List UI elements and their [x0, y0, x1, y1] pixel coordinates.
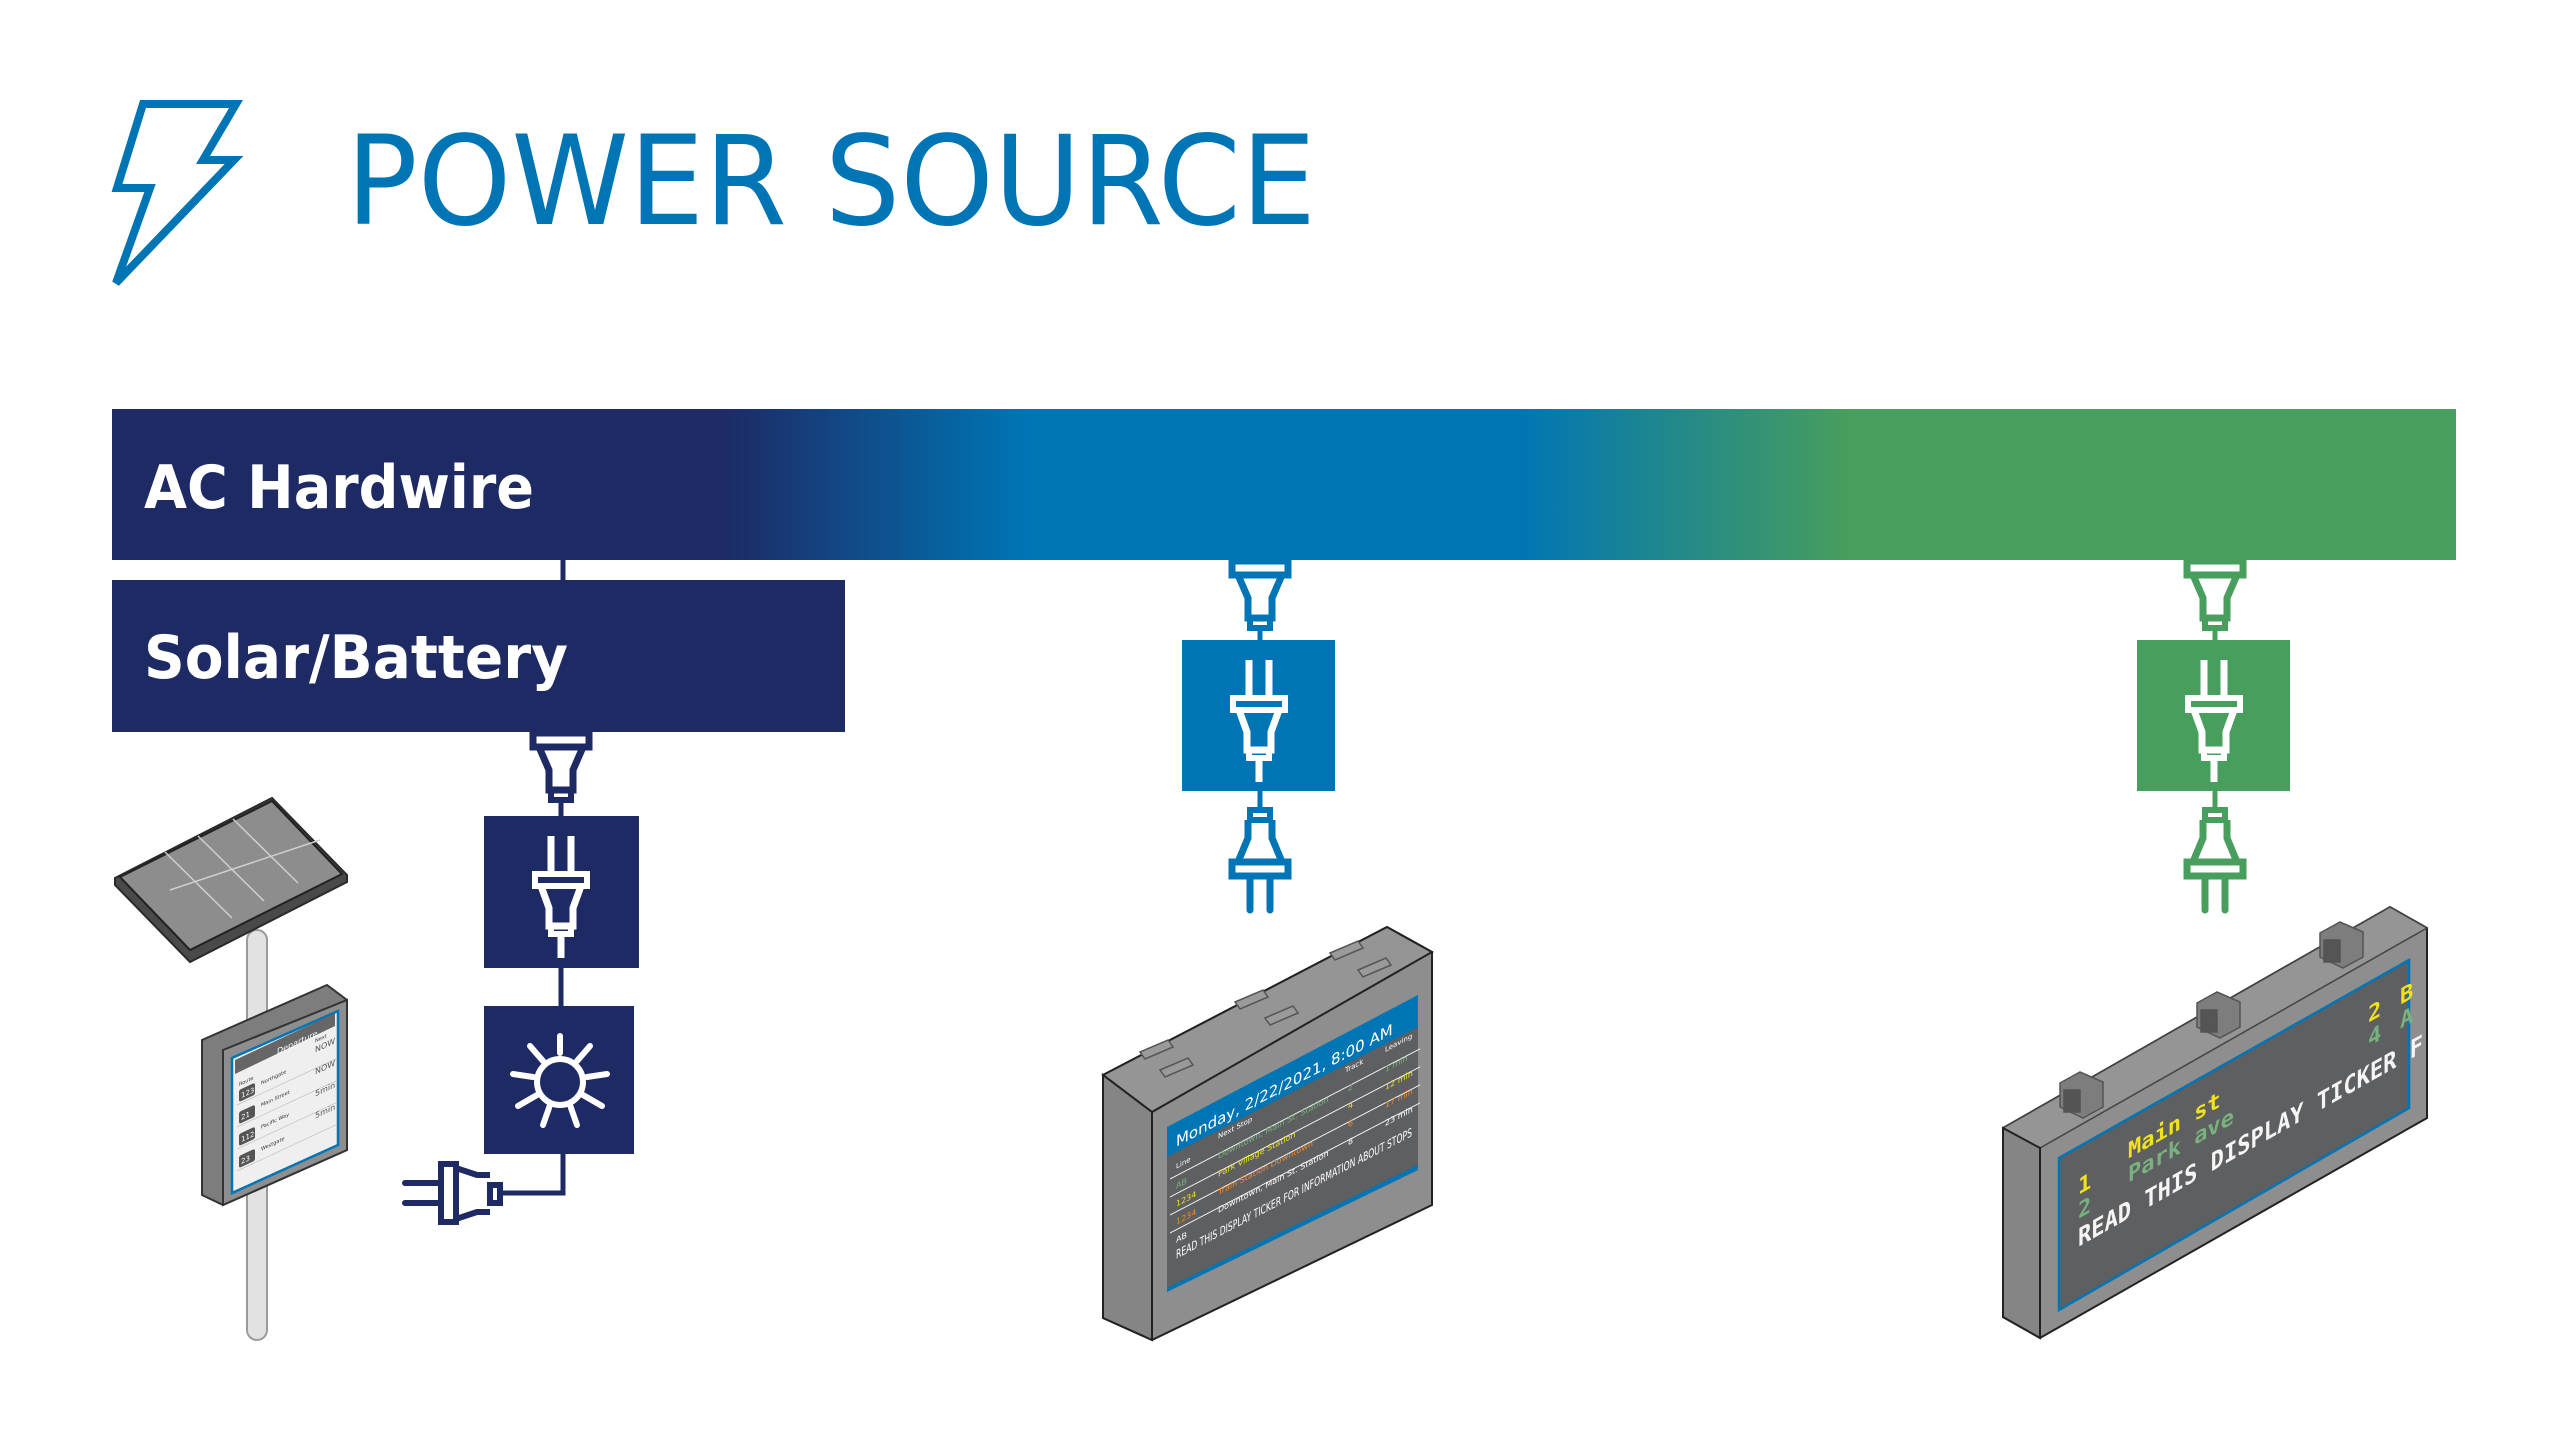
lcd-line: AB	[1176, 1177, 1187, 1192]
led-num: 1	[2078, 1167, 2091, 1200]
solar-power-chain	[402, 733, 639, 1225]
plug-icon	[1232, 810, 1288, 910]
led-platform: B	[2400, 977, 2413, 1010]
mount-brackets	[2059, 921, 2364, 1119]
route-badge	[239, 1083, 255, 1102]
lcd-track: 6	[1348, 1118, 1353, 1130]
solar-panel	[114, 796, 348, 964]
solar-epaper-sign: Departure Next Route 123NorthgateNOW21Ma…	[114, 796, 348, 1341]
ac-hardwire-label: AC Hardwire	[144, 453, 534, 523]
route-number: 21	[241, 1109, 250, 1122]
route-badge	[239, 1127, 255, 1146]
lcd-line: AB	[1176, 1231, 1187, 1246]
header: POWER SOURCE	[111, 100, 1316, 286]
led-power-chain	[2137, 561, 2290, 910]
led-track: 4	[2368, 1019, 2381, 1052]
socket-icon	[2187, 561, 2243, 628]
route-badge	[239, 1105, 255, 1124]
led-track: 2	[2368, 995, 2381, 1028]
led-platform: A	[2400, 1001, 2413, 1034]
page-title: POWER SOURCE	[346, 110, 1316, 254]
lcd-power-chain	[1182, 561, 1335, 910]
socket-icon	[533, 733, 589, 800]
lcd-display: Monday, 2/22/2021, 8:00 AM Line Next Sto…	[1101, 925, 1435, 1342]
ac-hardwire-bar: AC Hardwire	[112, 409, 2456, 560]
sun-box	[484, 1006, 634, 1154]
led-num: 2	[2078, 1191, 2091, 1224]
epaper-col-next: Next	[315, 1033, 327, 1044]
solar-battery-label: Solar/Battery	[144, 623, 568, 693]
route-number: 23	[241, 1153, 250, 1166]
side-plug-icon	[402, 1161, 503, 1225]
plug-icon	[2187, 810, 2243, 910]
vents	[1138, 940, 1393, 1078]
lcd-track: 2	[1348, 1082, 1353, 1094]
lightning-bolt-icon	[111, 100, 244, 286]
route-badge	[239, 1149, 255, 1168]
lcd-track: 4	[1348, 1100, 1353, 1112]
sun-icon	[510, 1033, 610, 1128]
solar-battery-bar: Solar/Battery	[112, 580, 845, 732]
socket-icon	[1232, 561, 1288, 628]
lcd-track: 8	[1348, 1136, 1353, 1148]
